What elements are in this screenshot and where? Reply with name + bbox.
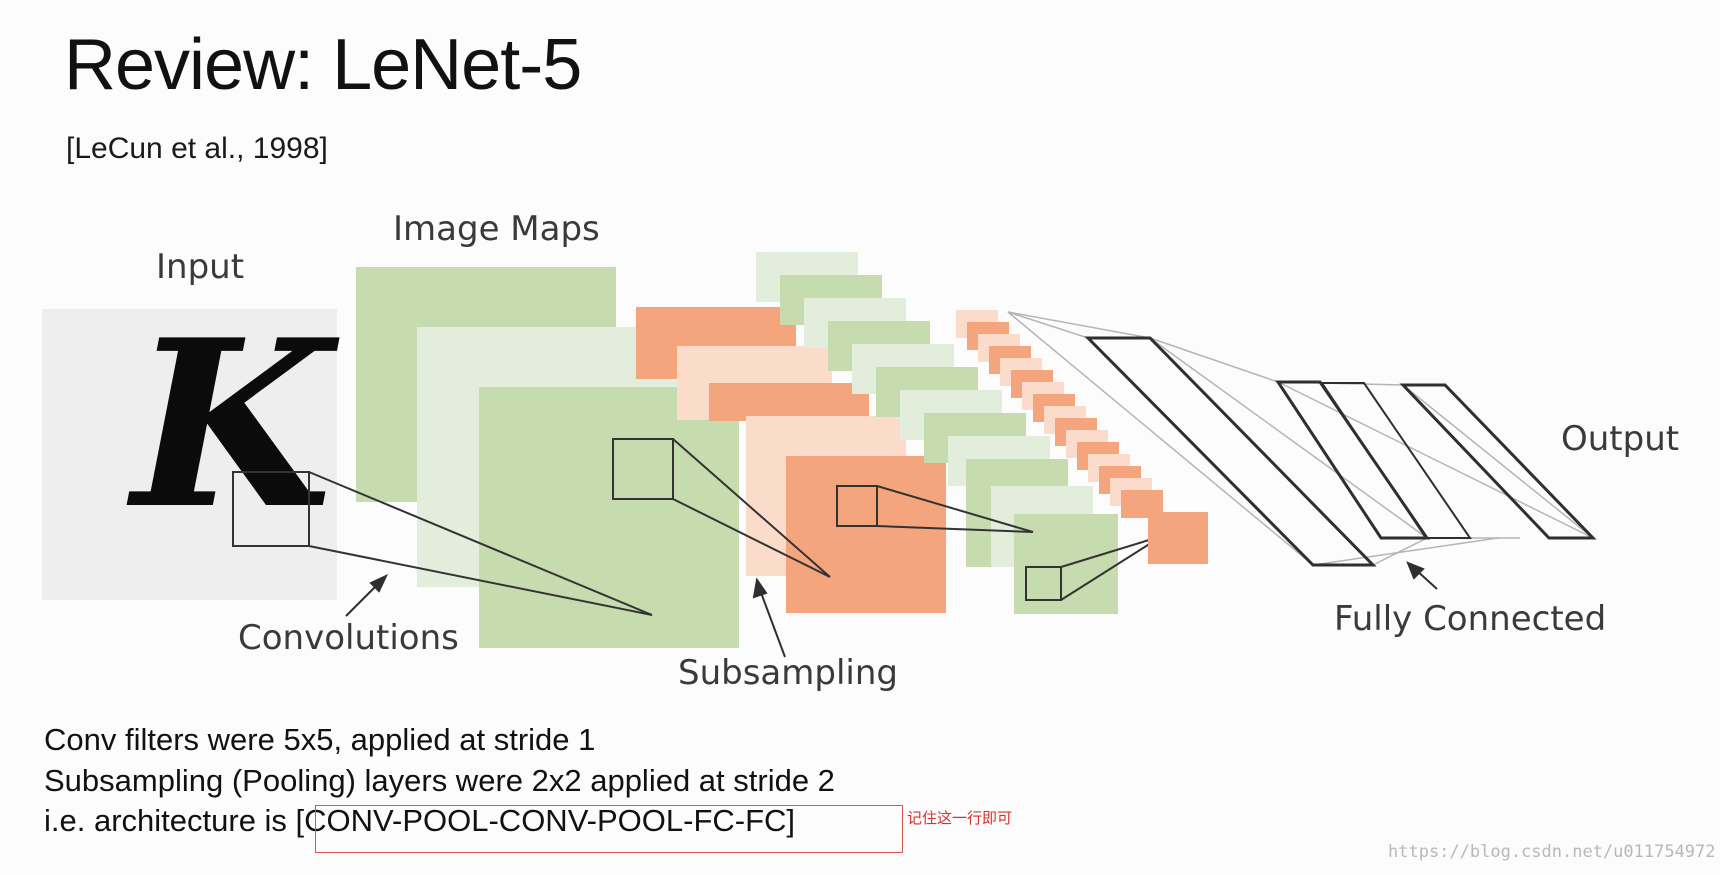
input-receptive-field [232,471,310,547]
image-maps-label: Image Maps [393,209,600,249]
pool-projection-line [672,438,831,578]
conv-projection-line [308,471,653,616]
pool2-projection-line [1060,535,1163,601]
convolutions-label: Convolutions [238,618,459,658]
note-architecture: i.e. architecture is [CONV-POOL-CONV-POO… [44,803,795,839]
watermark: https://blog.csdn.net/u011754972 [1388,842,1716,862]
fc-layer-1 [1084,336,1377,567]
subsampling-arrow [759,589,786,658]
lenet-diagram: K [42,209,1679,693]
output-layer [1399,383,1597,540]
fc-arrow-head [1406,561,1425,580]
slide-title: Review: LeNet-5 [64,25,582,105]
fc-layer-2b [1320,382,1472,539]
pool1-map-5 [786,456,946,613]
architecture-highlight-box [315,805,903,853]
output-label: Output [1561,419,1679,459]
pool2-map-front [1148,512,1208,564]
conv1-map-3 [479,387,739,648]
annotation-note: 记住这一行即可 [907,810,1013,827]
fully-connected-label: Fully Connected [1334,599,1606,639]
conv2-pool-window [1025,566,1062,601]
convolutions-arrow-head [369,573,389,593]
pool1-map-3 [709,383,869,421]
pool2-projection-line [1060,535,1163,568]
pool-projection-line [672,498,831,578]
conv1-pool-window [612,438,674,500]
subsampling-label: Subsampling [678,653,898,693]
note-subsampling: Subsampling (Pooling) layers were 2x2 ap… [44,763,835,798]
note-conv-filters: Conv filters were 5x5, applied at stride… [44,722,596,757]
architecture-string: [CONV-POOL-CONV-POOL-FC-FC] [295,803,796,838]
subsampling-arrow-head [752,577,768,599]
conv2-projection-line [876,525,1034,533]
architecture-prefix: i.e. architecture is [44,803,296,838]
fc-layer-2 [1275,380,1430,540]
citation: [LeCun et al., 1998] [66,132,328,165]
conv-projection-line [308,545,653,616]
input-label: Input [156,247,244,287]
conv2-projection-line [876,485,1034,533]
input-image-panel [42,309,337,600]
pool1-conv-window [836,485,878,527]
